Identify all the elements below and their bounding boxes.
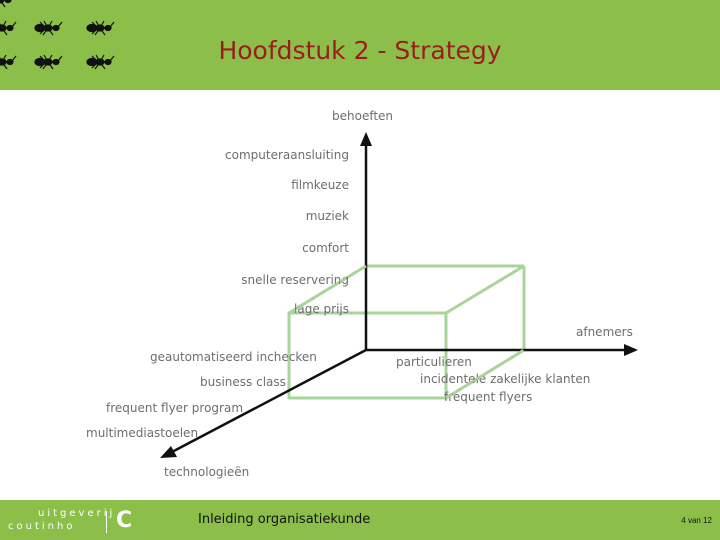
technology-label: multimediastoelen [86,426,198,440]
needs-axis-label: behoeften [332,109,393,123]
publisher-logo: uitgeverij coutinho C [8,508,138,536]
logo-letter: C [116,508,132,533]
customer-label: particulieren [396,355,472,369]
box-depth-top-right [446,266,524,313]
need-label: muziek [306,209,349,223]
technology-label: frequent flyer program [106,401,243,415]
strategy-diagram: behoeften afnemers technologieën compute… [0,90,720,500]
needs-axis-arrowhead [360,132,372,146]
footer-course-title: Inleiding organisatiekunde [198,512,370,527]
need-label: comfort [302,241,349,255]
technology-label: business class [200,375,286,389]
slide-title: Hoofdstuk 2 - Strategy [0,36,720,65]
footer-bar: uitgeverij coutinho C Inleiding organisa… [0,500,720,540]
need-label: computeraansluiting [225,148,349,162]
technology-label: geautomatiseerd inchecken [150,350,317,364]
header-bar: Hoofdstuk 2 - Strategy [0,0,720,90]
technologies-axis-label: technologieën [164,465,249,479]
logo-line1: uitgeverij [38,508,115,519]
customer-label: incidentele zakelijke klanten [420,372,590,386]
customers-axis-label: afnemers [576,325,633,339]
logo-line2: coutinho [8,521,75,532]
customers-axis-arrowhead [624,344,638,356]
logo-divider [106,511,107,533]
page-number: 4 van 12 [681,516,712,525]
need-label: filmkeuze [291,178,349,192]
